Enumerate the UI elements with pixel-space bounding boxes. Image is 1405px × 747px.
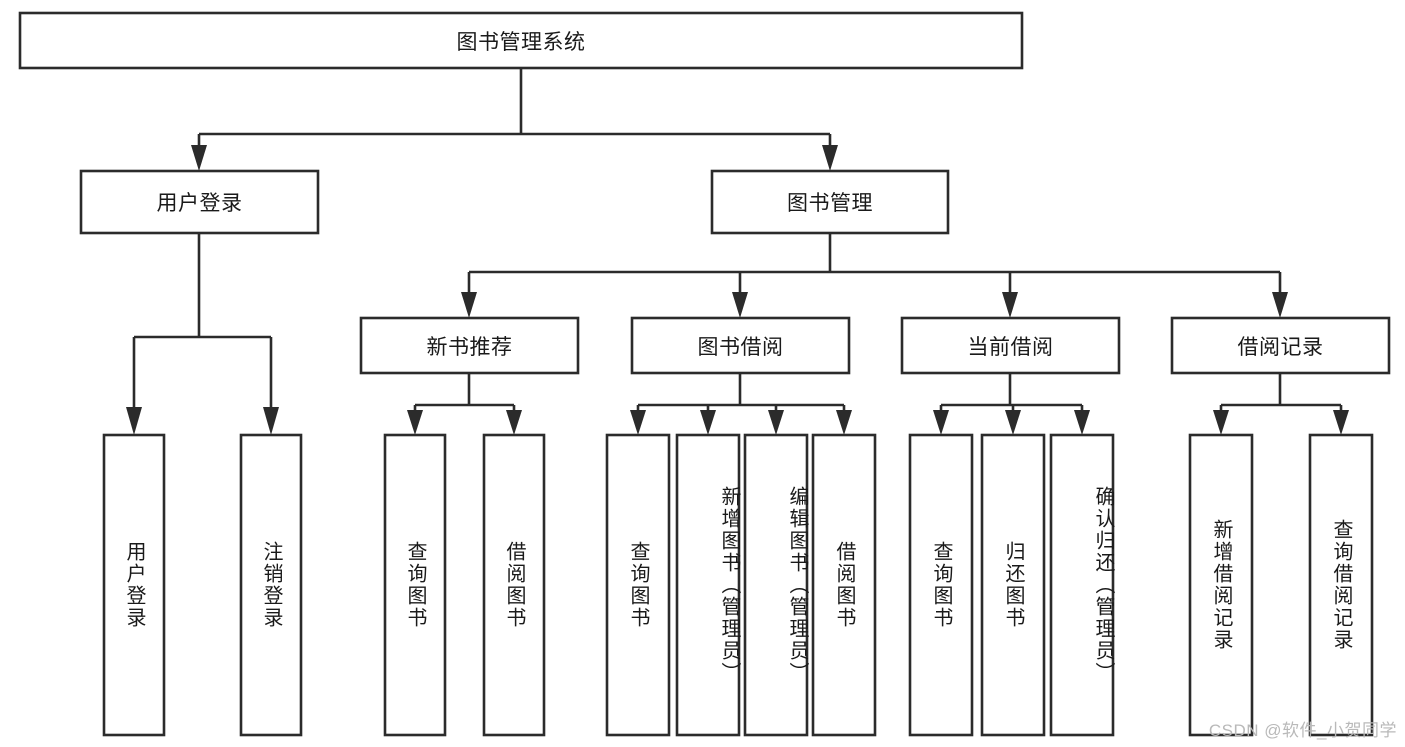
- arrowhead-user-login: [191, 145, 207, 171]
- arrowhead-leaf-query-record: [1333, 410, 1349, 435]
- arrowhead-leaf-add-record: [1213, 410, 1229, 435]
- node-box-leaf-query-book-1[interactable]: [383, 433, 447, 737]
- arrowhead-new-book-recommend: [461, 292, 477, 318]
- node-box-new-book-recommend[interactable]: [359, 316, 580, 375]
- arrowhead-book-borrow: [732, 292, 748, 318]
- arrowhead-current-borrow: [1002, 292, 1018, 318]
- arrowhead-leaf-query-book-3: [933, 410, 949, 435]
- arrowhead-leaf-borrow-book-2: [836, 410, 852, 435]
- node-box-book-management[interactable]: [710, 169, 950, 235]
- node-box-leaf-user-login[interactable]: [102, 433, 166, 737]
- node-box-leaf-borrow-book-2[interactable]: [811, 433, 877, 737]
- arrowhead-leaf-query-book-2: [630, 410, 646, 435]
- node-box-leaf-query-record[interactable]: [1308, 433, 1374, 737]
- watermark-text: CSDN @软件_小贺同学: [1208, 721, 1397, 740]
- node-box-leaf-borrow-book-1[interactable]: [482, 433, 546, 737]
- arrowhead-leaf-logout-login: [263, 407, 279, 435]
- arrowhead-leaf-query-book-1: [407, 410, 423, 435]
- node-box-leaf-add-record[interactable]: [1188, 433, 1254, 737]
- node-box-current-borrow[interactable]: [900, 316, 1121, 375]
- node-box-book-borrow[interactable]: [630, 316, 851, 375]
- arrowhead-book-management: [822, 145, 838, 171]
- arrowhead-leaf-borrow-book-1: [506, 410, 522, 435]
- node-box-leaf-return-book[interactable]: [980, 433, 1046, 737]
- arrowhead-borrow-record: [1272, 292, 1288, 318]
- node-box-root[interactable]: [18, 11, 1024, 70]
- node-box-leaf-edit-book[interactable]: [743, 433, 809, 737]
- arrowhead-leaf-edit-book: [768, 410, 784, 435]
- node-box-leaf-query-book-3[interactable]: [908, 433, 974, 737]
- node-box-leaf-add-book[interactable]: [675, 433, 741, 737]
- node-box-user-login[interactable]: [79, 169, 320, 235]
- arrowhead-leaf-return-book: [1005, 410, 1021, 435]
- arrowhead-leaf-confirm-return: [1074, 410, 1090, 435]
- arrowhead-leaf-user-login: [126, 407, 142, 435]
- node-box-leaf-confirm-return[interactable]: [1049, 433, 1115, 737]
- node-box-leaf-logout-login[interactable]: [239, 433, 303, 737]
- arrowhead-leaf-add-book: [700, 410, 716, 435]
- node-box-leaf-query-book-2[interactable]: [605, 433, 671, 737]
- node-box-borrow-record[interactable]: [1170, 316, 1391, 375]
